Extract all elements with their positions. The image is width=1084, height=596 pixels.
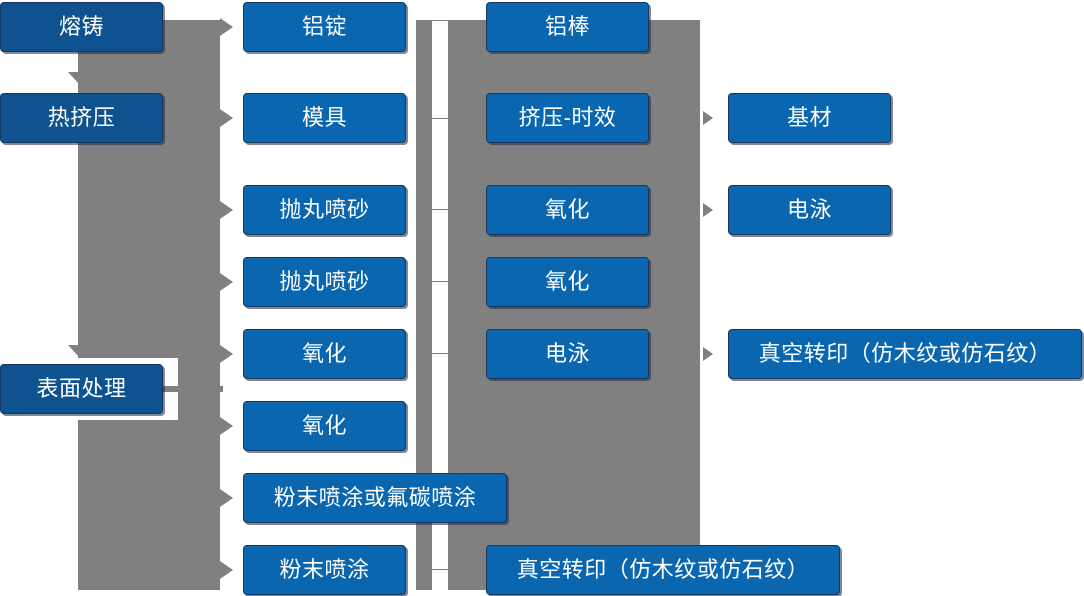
process-extrusion-aging[interactable]: 挤压-时效 — [486, 93, 649, 143]
arrow-to-c4-3 — [703, 347, 713, 361]
stage-melting-label: 熔铸 — [58, 14, 104, 39]
process-electrophoresis-c3[interactable]: 电泳 — [486, 329, 649, 379]
process-label: 挤压-时效 — [518, 105, 617, 130]
process-label: 铝锭 — [301, 14, 347, 39]
process-label: 真空转印（仿木纹或仿石纹） — [516, 557, 810, 582]
arrow-to-c4-2 — [703, 203, 713, 217]
process-powder-or-fluorocarbon-coating[interactable]: 粉末喷涂或氟碳喷涂 — [243, 473, 507, 523]
process-oxidation-c2-1[interactable]: 氧化 — [243, 329, 406, 379]
connector-bridge-top — [155, 20, 220, 590]
stage-surface-label: 表面处理 — [36, 376, 127, 401]
process-vacuum-transfer-printing-c3[interactable]: 真空转印（仿木纹或仿石纹） — [486, 545, 840, 595]
arrow-to-c2-7 — [220, 489, 233, 507]
process-label: 抛丸喷砂 — [279, 197, 370, 222]
stage-melting[interactable]: 熔铸 — [0, 2, 163, 52]
arrow-to-c2-2 — [220, 109, 233, 127]
bracket-tie-5 — [432, 353, 449, 354]
process-label: 模具 — [301, 105, 347, 130]
arrow-to-c2-6 — [220, 417, 233, 435]
process-mold[interactable]: 模具 — [243, 93, 406, 143]
product-label: 真空转印（仿木纹或仿石纹） — [758, 341, 1052, 366]
process-oxidation-c2-2[interactable]: 氧化 — [243, 401, 406, 451]
product-label: 电泳 — [786, 197, 832, 222]
process-shot-blasting-1[interactable]: 抛丸喷砂 — [243, 185, 406, 235]
process-label: 抛丸喷砂 — [279, 269, 370, 294]
arrow-trunk-to-surface — [68, 345, 90, 357]
process-label: 粉末喷涂 — [279, 557, 370, 582]
process-label: 氧化 — [544, 269, 590, 294]
bracket-tie-1 — [432, 20, 449, 21]
process-powder-coating[interactable]: 粉末喷涂 — [243, 545, 406, 595]
product-electrophoresis[interactable]: 电泳 — [728, 185, 891, 235]
arrow-to-c2-5 — [220, 345, 233, 363]
process-label: 铝棒 — [544, 14, 590, 39]
process-label: 电泳 — [544, 341, 590, 366]
connector-stub-surface — [163, 386, 223, 392]
process-aluminum-ingot[interactable]: 铝锭 — [243, 2, 406, 52]
product-label: 基材 — [786, 105, 832, 130]
process-oxidation-c3-2[interactable]: 氧化 — [486, 257, 649, 307]
product-vacuum-transfer-printing[interactable]: 真空转印（仿木纹或仿石纹） — [728, 329, 1082, 379]
stage-surface[interactable]: 表面处理 — [0, 364, 163, 414]
stage-extrude-label: 热挤压 — [47, 105, 116, 130]
arrow-to-c2-4 — [220, 273, 233, 291]
arrow-to-c2-3 — [220, 201, 233, 219]
process-label: 氧化 — [301, 413, 347, 438]
process-label: 粉末喷涂或氟碳喷涂 — [273, 485, 477, 510]
process-shot-blasting-2[interactable]: 抛丸喷砂 — [243, 257, 406, 307]
process-oxidation-c3-1[interactable]: 氧化 — [486, 185, 649, 235]
arrow-melting-to-extrude — [68, 72, 90, 84]
bracket-tie-4 — [432, 281, 449, 282]
arrow-to-c4-1 — [703, 111, 713, 125]
process-aluminum-bar[interactable]: 铝棒 — [486, 2, 649, 52]
arrow-to-c2-1 — [220, 18, 233, 36]
stage-extrude[interactable]: 热挤压 — [0, 93, 163, 143]
bracket-tie-3 — [432, 209, 449, 210]
bracket-rail-left — [416, 20, 432, 590]
product-substrate[interactable]: 基材 — [728, 93, 891, 143]
bracket-tie-6 — [432, 569, 449, 570]
process-label: 氧化 — [301, 341, 347, 366]
process-label: 氧化 — [544, 197, 590, 222]
bracket-tie-2 — [432, 118, 449, 119]
arrow-to-c2-8 — [220, 561, 233, 579]
